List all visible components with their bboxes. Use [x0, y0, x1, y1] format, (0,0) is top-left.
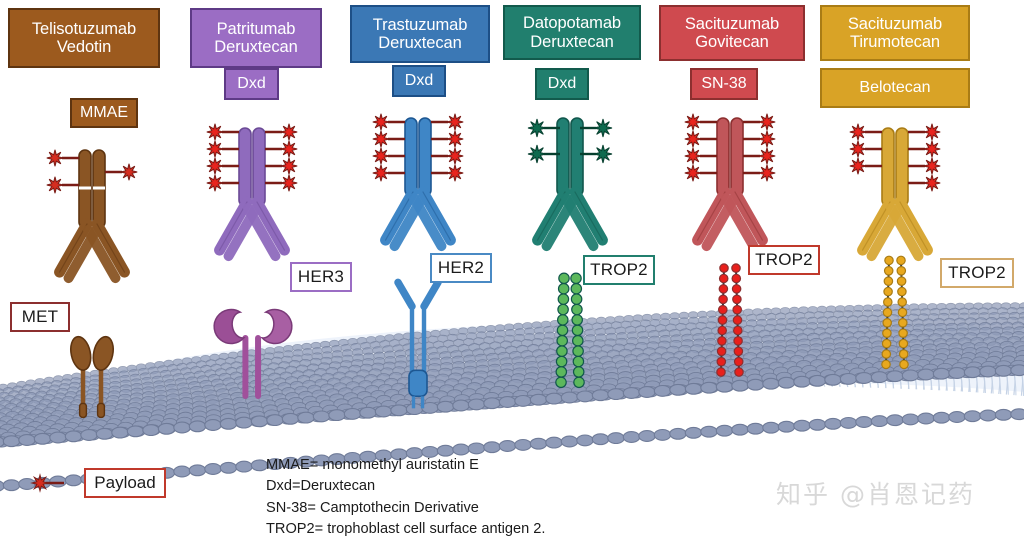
antibody-patritumab — [220, 128, 285, 256]
payload-chip-dxd-datopotamab[interactable]: Dxd — [535, 68, 589, 100]
payloads-patritumab — [207, 124, 297, 191]
drug-label-patritumab[interactable]: Patritumab Deruxtecan — [190, 8, 322, 68]
antibody-telisotuzumab — [60, 150, 125, 278]
drug-label-datopotamab[interactable]: Datopotamab Deruxtecan — [503, 5, 641, 60]
payload-star-icon — [30, 470, 78, 496]
payloads-trastuzumab — [373, 114, 463, 181]
abbreviation-legend: MMAE= monomethyl auristatin E Dxd=Deruxt… — [266, 455, 686, 541]
payload-chip-mmae[interactable]: MMAE — [70, 98, 138, 128]
payloads-sacituzumab-tirumotecan — [850, 124, 940, 191]
drug-label-trastuzumab[interactable]: Trastuzumab Deruxtecan — [350, 5, 490, 63]
receptor-datopotamab — [556, 273, 584, 387]
payloads-datopotamab — [528, 119, 612, 163]
payload-chip-dxd-trastuzumab[interactable]: Dxd — [392, 65, 446, 97]
receptor-label-met[interactable]: MET — [10, 302, 70, 332]
antibody-sacituzumab-govitecan — [698, 118, 763, 246]
payload-chip-dxd-patritumab[interactable]: Dxd — [224, 68, 279, 100]
drug-label-sacituzumab-govitecan[interactable]: Sacituzumab Govitecan — [659, 5, 805, 61]
antibody-trastuzumab — [386, 118, 451, 246]
drug-label-telisotuzumab[interactable]: Telisotuzumab Vedotin — [8, 8, 160, 68]
receptor-sacituzumab-tirumotecan — [882, 256, 908, 368]
payload-chip-sn38[interactable]: SN-38 — [690, 68, 758, 100]
adc-column-telisotuzumab — [47, 150, 137, 418]
adc-column-patritumab — [207, 124, 297, 396]
antibody-sacituzumab-tirumotecan — [863, 128, 928, 256]
payloads-telisotuzumab — [47, 150, 137, 193]
receptor-label-trop2-tirumotecan[interactable]: TROP2 — [940, 258, 1014, 288]
adc-column-datopotamab — [528, 118, 612, 387]
adc-column-sacituzumab-tirumotecan — [850, 124, 940, 369]
payload-legend-label[interactable]: Payload — [84, 468, 166, 498]
receptor-label-her3[interactable]: HER3 — [290, 262, 352, 292]
receptor-label-trop2-govitecan[interactable]: TROP2 — [748, 245, 820, 275]
payload-chip-belotecan[interactable]: Belotecan — [820, 68, 970, 108]
receptor-label-her2[interactable]: HER2 — [430, 253, 492, 283]
receptor-trastuzumab — [398, 282, 438, 408]
antibody-datopotamab — [538, 118, 603, 246]
receptor-label-trop2-datopotamab[interactable]: TROP2 — [583, 255, 655, 285]
receptor-telisotuzumab — [68, 335, 116, 418]
drug-label-sacituzumab-tirumotecan[interactable]: Sacituzumab Tirumotecan — [820, 5, 970, 61]
payloads-sacituzumab-govitecan — [685, 114, 775, 181]
receptor-patritumab — [212, 308, 294, 396]
watermark: 知乎 @肖恩记药 — [776, 475, 975, 511]
receptor-sacituzumab-govitecan — [717, 264, 743, 376]
